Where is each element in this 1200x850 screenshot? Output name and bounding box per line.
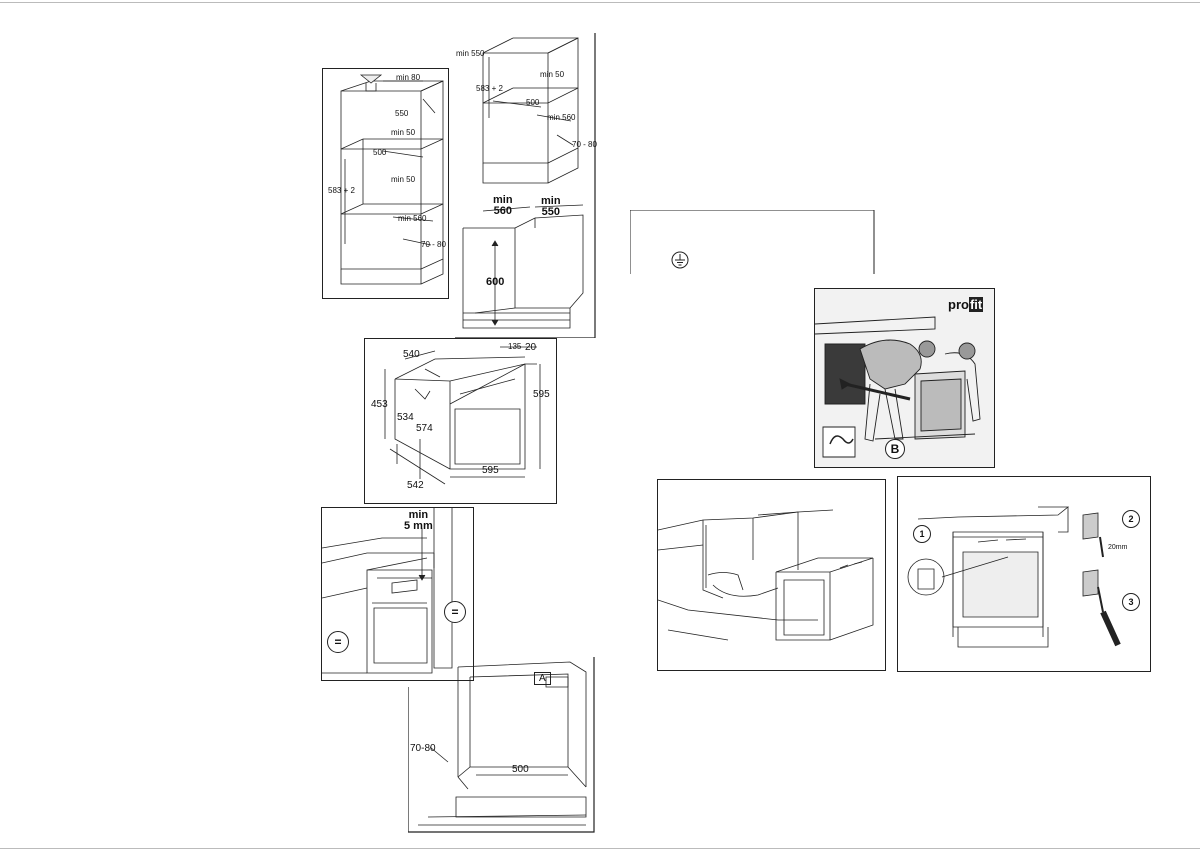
profit-logo-pro: pro: [948, 297, 969, 312]
profit-logo: profit: [948, 297, 984, 312]
bottom-rule: [0, 848, 1200, 849]
figure-grounding-notice: [630, 210, 876, 274]
dim-550: 550: [395, 109, 409, 118]
label-b: B: [885, 439, 905, 459]
fixing-screws-drawing: [907, 506, 1121, 648]
figure-installed-oven-gap: min 5 mm = =: [321, 507, 474, 681]
wall-cabinet-drawing: [482, 33, 596, 193]
oven-insertion-drawing: [658, 509, 874, 641]
dim-600: 600: [486, 276, 505, 288]
figure-under-counter-niche: min 560 min 550 600: [455, 193, 598, 338]
figure-cabinet-top-view: A 70-80 500: [408, 657, 596, 834]
dim-min50: min 50: [540, 70, 565, 79]
grounding-frame: [630, 210, 875, 274]
dim-min560: min 560: [493, 194, 513, 217]
dim-min-5mm: min 5 mm: [404, 509, 433, 532]
dim-583: 583 + 2: [328, 186, 355, 195]
dim-595-width: 595: [482, 465, 499, 476]
cabinet-top-drawing: [408, 657, 595, 833]
dim-20: 20: [525, 342, 537, 353]
dim-135: 135: [508, 342, 522, 351]
dim-70-80: 70 - 80: [572, 140, 597, 149]
dim-542: 542: [407, 480, 424, 491]
dim-500: 500: [526, 98, 540, 107]
dim-20mm: 20mm: [1108, 544, 1128, 551]
dim-min50-lower: min 50: [391, 175, 416, 184]
equal-gap-left: =: [327, 631, 349, 653]
figure-fixing-screws: 1 2 3 20mm: [897, 476, 1151, 672]
dim-500: 500: [512, 764, 529, 775]
top-rule: [0, 2, 1200, 3]
column-cabinet-drawing: [340, 74, 444, 285]
dim-500: 500: [373, 148, 387, 157]
ground-symbol-icon: [671, 251, 689, 269]
niche-drawing: [455, 193, 596, 338]
dim-534: 534: [397, 412, 414, 423]
step-1: 1: [913, 525, 931, 543]
figure-column-cabinet: min 80 550 min 50 500 583 + 2 min 50 min…: [322, 68, 449, 299]
installed-oven-drawing: [322, 508, 453, 674]
installers-drawing: [815, 316, 981, 458]
figure-oven-installation-profit: profit B: [814, 288, 995, 468]
dim-min550: min 550: [456, 49, 485, 58]
dim-min560: min 560: [398, 214, 427, 223]
figure-oven-insertion: [657, 479, 886, 671]
step-2: 2: [1122, 510, 1140, 528]
step-3: 3: [1122, 593, 1140, 611]
dim-453: 453: [371, 399, 388, 410]
label-a: A: [534, 672, 551, 685]
dim-70-80: 70-80: [410, 743, 436, 754]
profit-logo-fit: fit: [968, 297, 984, 312]
dim-595-height: 595: [533, 389, 550, 400]
figure-oven-dimensions: 540 135 20 453 534 574 595 595 542: [364, 338, 557, 504]
equal-gap-right: =: [444, 601, 466, 623]
dim-min560: min 560: [547, 113, 576, 122]
dim-min550: min 550: [541, 195, 561, 218]
oven-dimensions-drawing: [384, 346, 541, 485]
figure-wall-cabinet: min 550 583 + 2 min 50 500 min 560 70 - …: [453, 33, 598, 193]
dim-70-80: 70 - 80: [421, 240, 446, 249]
dim-540: 540: [403, 349, 420, 360]
dim-583: 583 + 2: [476, 84, 503, 93]
dim-min50-upper: min 50: [391, 128, 416, 137]
dim-min80: min 80: [396, 73, 421, 82]
dim-574: 574: [416, 423, 433, 434]
